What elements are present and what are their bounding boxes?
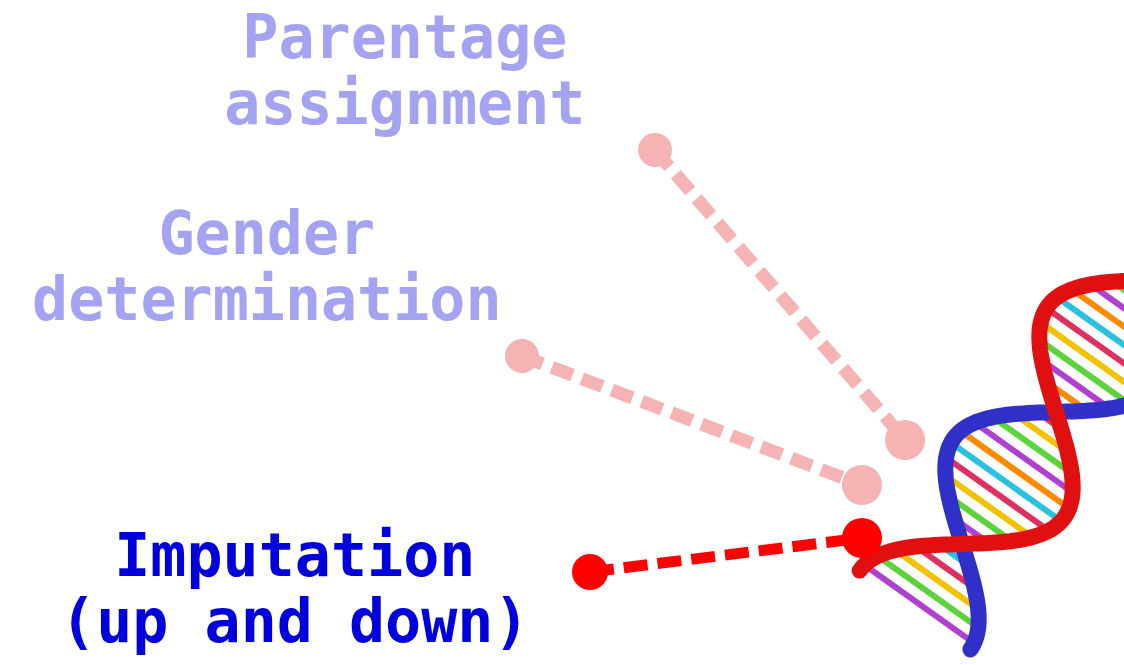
label-text: Imputation (up and down) bbox=[51, 522, 539, 654]
leader-dot bbox=[842, 465, 882, 505]
label-text: Gender determination bbox=[23, 200, 511, 332]
base-pair bbox=[864, 565, 974, 643]
leader-dot bbox=[638, 133, 672, 167]
leader-dot bbox=[572, 554, 608, 590]
dna-helix bbox=[860, 280, 1124, 649]
leader-line bbox=[655, 150, 905, 440]
leader-line bbox=[590, 538, 862, 572]
leader-lines bbox=[505, 133, 925, 590]
leader-dot bbox=[842, 518, 882, 558]
dna-strand bbox=[860, 280, 1124, 571]
leader-dot bbox=[885, 420, 925, 460]
label-text: Parentage assignment bbox=[161, 4, 649, 136]
leader-line bbox=[522, 356, 862, 485]
leader-dot bbox=[505, 339, 539, 373]
